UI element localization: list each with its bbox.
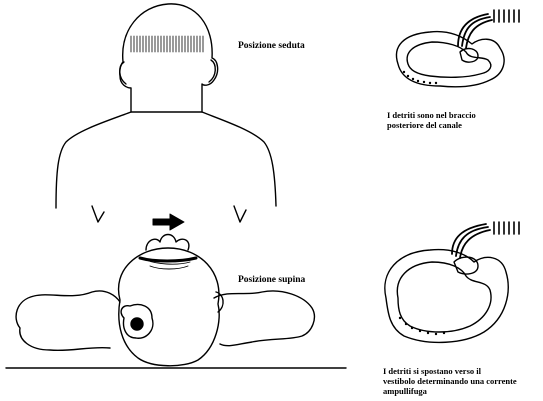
caption-top-line-1: I detriti sono nel braccio	[387, 110, 537, 120]
right-arrow-icon	[153, 214, 184, 230]
canal-diagram-top	[396, 10, 519, 87]
canal-top-inner	[407, 42, 491, 77]
sitting-hair-hatch	[131, 36, 203, 52]
sitting-patient-figure	[56, 4, 276, 222]
sitting-shoulders-right	[202, 112, 276, 206]
canal-top-nerve	[458, 14, 492, 48]
caption-bottom-line-1: I detriti si spostano verso il	[383, 366, 543, 376]
caption-bottom-canal: I detriti si spostano verso il vestibolo…	[383, 366, 543, 396]
sitting-head	[120, 4, 218, 112]
supine-head	[119, 248, 220, 366]
sitting-shoulders	[56, 112, 131, 208]
left-scapula-mark	[92, 206, 104, 222]
canal-top-debris	[403, 71, 437, 84]
pillow	[16, 291, 314, 350]
supine-ear-canal	[131, 318, 143, 330]
canal-top-nerve-ends	[494, 10, 519, 22]
canal-bottom-ampulla	[454, 257, 478, 274]
caption-top-line-2: posteriore del canale	[387, 120, 537, 130]
caption-bottom-line-3: ampullifuga	[383, 386, 543, 396]
right-scapula-mark	[234, 206, 246, 222]
label-supine-position: Posizione supina	[238, 275, 305, 285]
canal-bottom-nerve-ends	[494, 222, 519, 234]
canal-bottom-inner	[397, 262, 491, 332]
caption-top-canal: I detriti sono nel braccio posteriore de…	[387, 110, 537, 130]
canal-diagram-bottom	[385, 222, 519, 342]
supine-patient-figure	[16, 235, 314, 366]
caption-bottom-line-2: vestibolo determinando una corrente	[383, 376, 543, 386]
label-sitting-position: Posizione seduta	[238, 41, 305, 51]
